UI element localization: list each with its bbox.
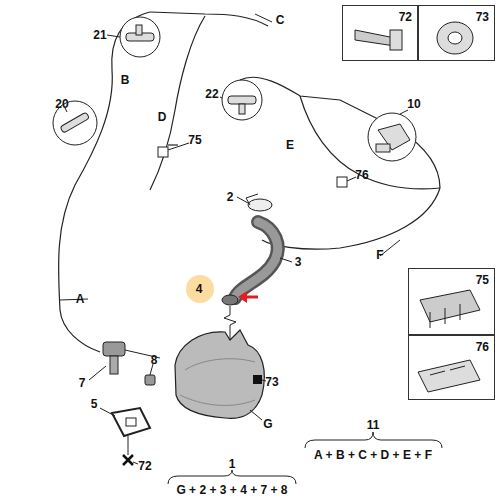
callout-label: 3 (295, 256, 302, 268)
callout-number: 76 (476, 340, 489, 354)
callout-label: 75 (188, 134, 201, 146)
hose-c (150, 12, 268, 26)
hose-f (262, 188, 440, 249)
callout-label: A (76, 293, 85, 305)
filler-hose (235, 222, 278, 298)
hose-e (240, 77, 440, 188)
callout-label: E (286, 139, 294, 151)
callout-label: 20 (55, 98, 68, 110)
callout-label: 76 (355, 169, 368, 181)
callout-label: 5 (91, 398, 98, 410)
callout-label: B (121, 74, 130, 86)
parts-cell: 76 (408, 335, 495, 400)
callout-number: 73 (476, 10, 489, 24)
callout-label: 21 (93, 29, 106, 41)
callout-label: D (158, 111, 167, 123)
callout-label: 22 (205, 88, 218, 100)
callout-number: 75 (476, 273, 489, 287)
callout-label: 2 (227, 191, 234, 203)
callout-label: 10 (407, 98, 420, 110)
callout-number: 72 (399, 10, 412, 24)
parts-cell: 72 (342, 5, 418, 61)
callout-label: C (276, 14, 285, 26)
reservoir (175, 330, 264, 418)
callout-label: G + 2 + 3 + 4 + 7 + 8 (176, 484, 287, 496)
callout-label: A + B + C + D + E + F (314, 449, 432, 461)
callout-label: 11 (367, 419, 380, 431)
pump (103, 342, 125, 356)
callout-label: 73 (265, 376, 278, 388)
seal (222, 295, 238, 305)
callout-label: G (263, 418, 272, 430)
parts-cell: 75 (408, 268, 495, 335)
callout-label: 72 (138, 460, 151, 472)
hose-a (59, 12, 150, 352)
callout-label: F (376, 249, 383, 261)
parts-cell: 73 (418, 5, 495, 61)
detail-21 (120, 17, 160, 57)
highlight (186, 275, 214, 303)
callout-label: 8 (151, 354, 158, 366)
detail-10 (368, 113, 416, 161)
callout-label: 7 (79, 377, 86, 389)
callout-label: 1 (229, 458, 236, 470)
hose-e2 (300, 96, 440, 189)
callout-label: 4 (196, 283, 203, 295)
detail-22 (222, 80, 262, 120)
